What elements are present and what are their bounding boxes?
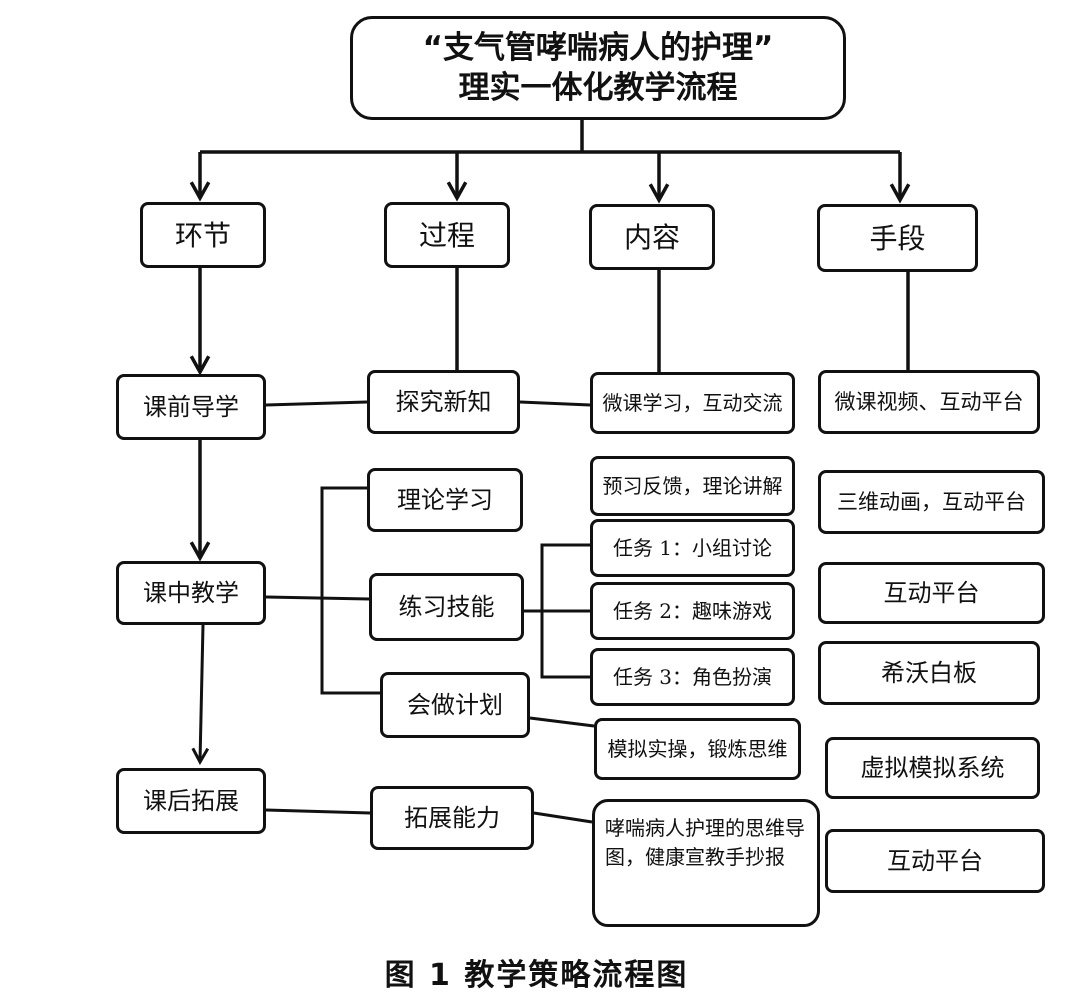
content-mind-map: 哮喘病人护理的思维导图，健康宣教手抄报 — [592, 799, 820, 927]
process-extend: 拓展能力 — [370, 786, 534, 850]
means-seewo-whiteboard: 希沃白板 — [818, 641, 1040, 705]
header-means: 手段 — [817, 204, 978, 272]
title-box: “支气管哮喘病人的护理” 理实一体化教学流程 — [350, 16, 846, 120]
line-process1-to-content1 — [519, 400, 591, 407]
stage-after-class: 课后拓展 — [116, 768, 266, 834]
header-process: 过程 — [384, 202, 510, 268]
stage-pre-class: 课前导学 — [116, 374, 266, 440]
means-virtual-simulation: 虚拟模拟系统 — [825, 737, 1040, 799]
means-micro-video: 微课视频、互动平台 — [818, 370, 1040, 434]
line-process4-to-content6 — [529, 716, 595, 728]
content-task-2: 任务 2：趣味游戏 — [590, 582, 795, 640]
line-to-task-3 — [540, 611, 590, 679]
title-line-2: 理实一体化教学流程 — [458, 70, 738, 106]
figure-caption: 图 1 教学策略流程图 — [384, 958, 689, 993]
content-micro-lesson: 微课学习，互动交流 — [590, 372, 795, 434]
stage-in-class: 课中教学 — [116, 561, 266, 625]
title-line-1: “支气管哮喘病人的护理” — [422, 29, 774, 66]
process-planning: 会做计划 — [380, 672, 530, 738]
line-stage2-to-process3 — [265, 595, 370, 601]
header-stage: 环节 — [140, 202, 266, 268]
means-3d-animation: 三维动画，互动平台 — [818, 470, 1045, 534]
content-task-1: 任务 1：小组讨论 — [590, 519, 795, 577]
bracket-process-links — [320, 486, 380, 695]
arrow-stage-2-to-stage-3 — [200, 624, 203, 762]
content-task-3: 任务 3：角色扮演 — [590, 648, 795, 706]
line-process5-to-content7 — [533, 811, 593, 824]
line-stage1-to-process1 — [265, 400, 368, 407]
content-simulation: 模拟实操，锻炼思维 — [594, 718, 801, 780]
process-explore: 探究新知 — [367, 370, 520, 434]
content-preview-feedback: 预习反馈，理论讲解 — [590, 456, 795, 516]
bracket-task-links — [524, 543, 590, 613]
means-interactive-platform: 互动平台 — [818, 562, 1045, 624]
line-stage3-to-process5 — [265, 808, 371, 815]
header-content: 内容 — [589, 204, 715, 270]
process-theory: 理论学习 — [367, 468, 523, 532]
process-skills: 练习技能 — [369, 573, 524, 641]
means-interactive-platform-2: 互动平台 — [825, 829, 1045, 893]
